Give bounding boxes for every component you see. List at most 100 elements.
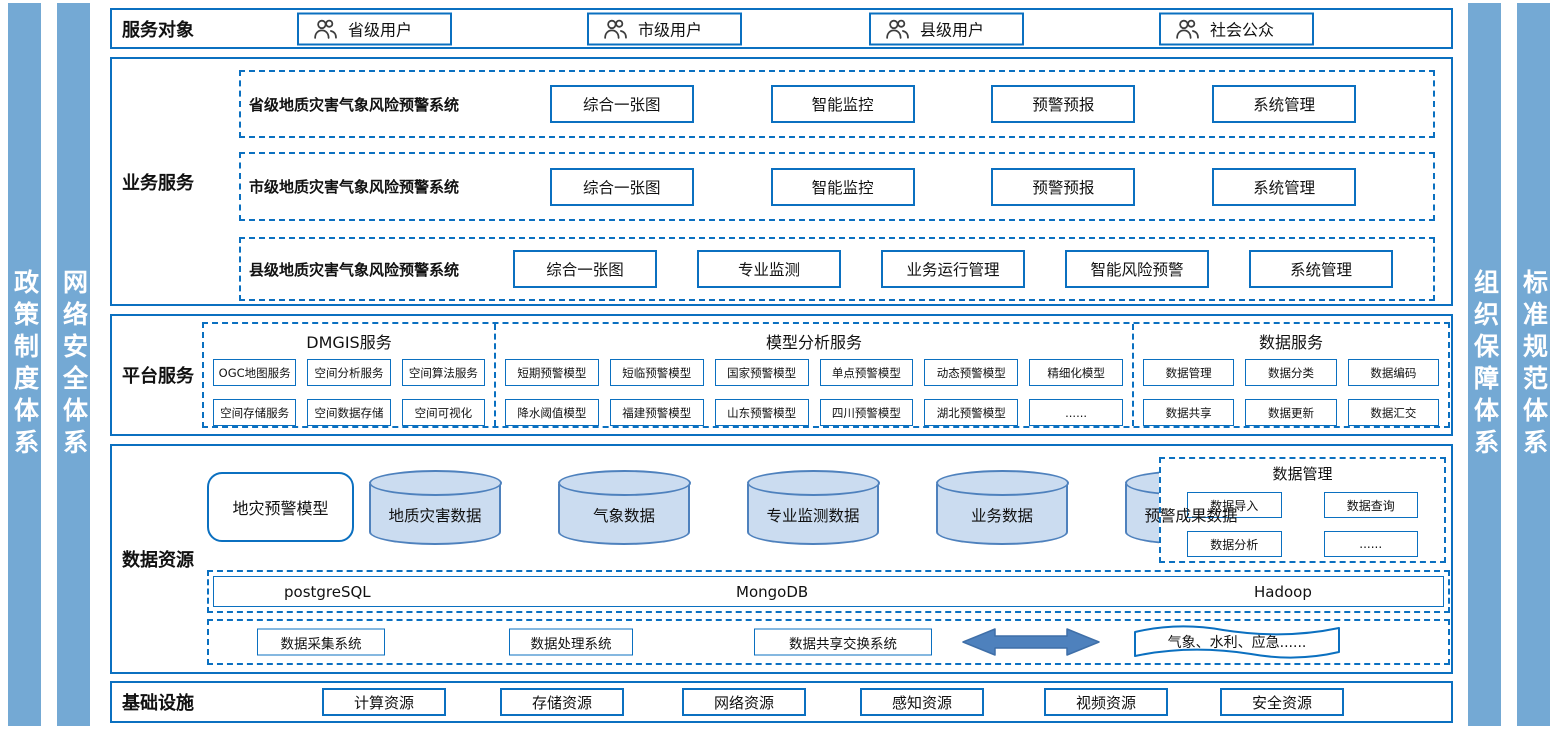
platform-service-box: 空间存储服务 — [213, 399, 297, 426]
module-box: 综合一张图 — [549, 85, 694, 123]
platform-service-box: 单点预警模型 — [819, 359, 914, 386]
data-management-title: 数据管理 — [1272, 465, 1333, 483]
service-targets-row: 服务对象 省级用户 市级用户 — [110, 8, 1453, 49]
business-services-row: 业务服务 省级地质灾害气象风险预警系统 综合一张图智能监控预警预报系统管理 市级… — [110, 57, 1453, 306]
platform-service-box: 湖北预警模型 — [924, 399, 1019, 426]
module-box: 综合一张图 — [549, 167, 694, 206]
service-targets-label: 服务对象 — [122, 19, 194, 41]
module-box: 预警预报 — [991, 167, 1136, 206]
municipal-system-name: 市级地质灾害气象风险预警系统 — [249, 178, 460, 196]
database-cylinder-label: 专业监测数据 — [766, 506, 860, 525]
data-management-item: ...... — [1323, 531, 1418, 557]
business-services-label: 业务服务 — [122, 172, 194, 194]
platform-service-box: 空间数据存储 — [307, 399, 391, 426]
platform-service-box: 数据汇交 — [1347, 399, 1439, 426]
module-box: 系统管理 — [1249, 250, 1393, 288]
database-cylinder: 业务数据 — [935, 470, 1069, 545]
infrastructure-box: 感知资源 — [860, 688, 984, 716]
user-box: 省级用户 — [297, 12, 452, 45]
data-management-item: 数据导入 — [1187, 492, 1282, 518]
data-resources-row: 数据资源 地灾预警模型 地质灾害数据 气象数据 专业监测数据 业务数据 预警成果… — [110, 444, 1453, 674]
platform-service-box: 短期预警模型 — [505, 359, 599, 386]
platform-service-box: 降水阈值模型 — [505, 399, 599, 426]
data-resources-label: 数据资源 — [122, 550, 194, 571]
platform-service-box: 数据更新 — [1245, 399, 1337, 426]
user-list: 省级用户 市级用户 县级用户 — [112, 10, 1451, 47]
platform-service-box: OGC地图服务 — [213, 359, 297, 386]
pillar-standard-spec-system: 标准规范体系 — [1517, 3, 1550, 726]
module-box: 预警预报 — [991, 85, 1136, 123]
infrastructure-label: 基础设施 — [122, 693, 194, 714]
municipal-module-list: 综合一张图 智能监控 预警预报 系统管理 — [473, 167, 1433, 206]
county-module-list: 综合一张图专业监测业务运行管理智能风险预警系统管理 — [473, 250, 1433, 288]
data-service-item-grid: 数据管理数据分类数据编码数据共享数据更新数据汇交 — [1134, 353, 1448, 434]
database-bar: postgreSQL MongoDB Hadoop — [207, 570, 1450, 613]
pillar-policy-system: 政策制度体系 — [8, 3, 41, 726]
platform-services-label: 平台服务 — [122, 366, 194, 387]
platform-services-row: 平台服务 DMGIS服务 OGC地图服务空间分析服务空间算法服务空间存储服务空间… — [110, 314, 1453, 436]
platform-service-box: 精细化模型 — [1029, 359, 1123, 386]
data-process-system-box: 数据处理系统 — [509, 628, 633, 656]
data-management-grid: 数据导入数据查询数据分析...... — [1161, 484, 1444, 557]
dmgis-section: DMGIS服务 OGC地图服务空间分析服务空间算法服务空间存储服务空间数据存储空… — [204, 324, 494, 426]
users-icon — [886, 19, 909, 39]
data-management-box: 数据管理 数据导入数据查询数据分析...... — [1159, 457, 1446, 563]
platform-service-box: 空间可视化 — [401, 399, 485, 426]
module-box: 系统管理 — [1212, 167, 1357, 206]
platform-sections: DMGIS服务 OGC地图服务空间分析服务空间算法服务空间存储服务空间数据存储空… — [202, 322, 1450, 428]
user-label: 县级用户 — [920, 20, 985, 40]
platform-service-box: 数据分类 — [1245, 359, 1337, 386]
user-box: 市级用户 — [587, 12, 742, 45]
module-box: 系统管理 — [1212, 85, 1357, 123]
platform-service-box: 动态预警模型 — [924, 359, 1019, 386]
platform-service-box: 短临预警模型 — [609, 359, 704, 386]
db-mongodb: MongoDB — [736, 582, 809, 601]
infrastructure-box: 计算资源 — [322, 688, 446, 716]
platform-service-box: 数据编码 — [1347, 359, 1439, 386]
platform-service-box: 四川预警模型 — [819, 399, 914, 426]
municipal-system-box: 市级地质灾害气象风险预警系统 综合一张图 智能监控 预警预报 系统管理 — [239, 152, 1435, 221]
provincial-system-box: 省级地质灾害气象风险预警系统 综合一张图 智能监控 预警预报 系统管理 — [239, 70, 1435, 138]
database-cylinder: 专业监测数据 — [746, 470, 880, 545]
user-box: 社会公众 — [1159, 12, 1314, 45]
platform-service-box: 空间算法服务 — [401, 359, 485, 386]
user-label: 省级用户 — [348, 20, 413, 40]
database-cylinder: 气象数据 — [557, 470, 691, 545]
database-bar-inner: postgreSQL MongoDB Hadoop — [213, 576, 1444, 607]
platform-service-box: 空间分析服务 — [307, 359, 391, 386]
database-cylinder-label: 业务数据 — [970, 506, 1033, 525]
external-sources-label: 气象、水利、应急...... — [1167, 635, 1307, 651]
module-box: 综合一张图 — [513, 250, 657, 288]
module-box: 智能监控 — [770, 167, 915, 206]
platform-service-box: 数据共享 — [1143, 399, 1235, 426]
data-systems-bar: 数据采集系统 数据处理系统 数据共享交换系统 气象、水利、应急...... — [207, 619, 1450, 665]
module-box: 业务运行管理 — [881, 250, 1025, 288]
users-icon — [314, 19, 337, 39]
user-label: 市级用户 — [638, 20, 703, 40]
database-cylinder-label: 地质灾害数据 — [388, 506, 482, 525]
infrastructure-list: 计算资源存储资源网络资源感知资源视频资源安全资源 — [112, 683, 1451, 721]
users-icon — [1176, 19, 1199, 39]
platform-service-box: 山东预警模型 — [714, 399, 809, 426]
platform-service-box: 国家预警模型 — [714, 359, 809, 386]
county-system-name: 县级地质灾害气象风险预警系统 — [249, 260, 460, 279]
module-box: 智能风险预警 — [1065, 250, 1209, 288]
platform-service-box: ...... — [1029, 399, 1123, 426]
provincial-system-name: 省级地质灾害气象风险预警系统 — [249, 95, 460, 114]
data-service-section-title: 数据服务 — [1258, 333, 1323, 352]
exchange-arrow-icon — [961, 626, 1101, 658]
users-icon — [604, 19, 627, 39]
geo-warning-model-box: 地灾预警模型 — [207, 472, 354, 542]
model-analysis-section-title: 模型分析服务 — [765, 333, 862, 352]
county-system-box: 县级地质灾害气象风险预警系统 综合一张图专业监测业务运行管理智能风险预警系统管理 — [239, 237, 1435, 301]
data-exchange-system-box: 数据共享交换系统 — [754, 628, 932, 656]
model-item-grid: 短期预警模型短临预警模型国家预警模型单点预警模型动态预警模型精细化模型降水阈值模… — [496, 353, 1132, 434]
platform-service-box: 福建预警模型 — [609, 399, 704, 426]
module-box: 智能监控 — [770, 85, 915, 123]
infrastructure-box: 存储资源 — [500, 688, 624, 716]
pillar-organization-guarantee-system: 组织保障体系 — [1468, 3, 1501, 726]
infrastructure-box: 网络资源 — [682, 688, 806, 716]
database-cylinder: 地质灾害数据 — [368, 470, 502, 545]
infrastructure-box: 视频资源 — [1044, 688, 1168, 716]
db-hadoop: Hadoop — [1254, 582, 1312, 601]
